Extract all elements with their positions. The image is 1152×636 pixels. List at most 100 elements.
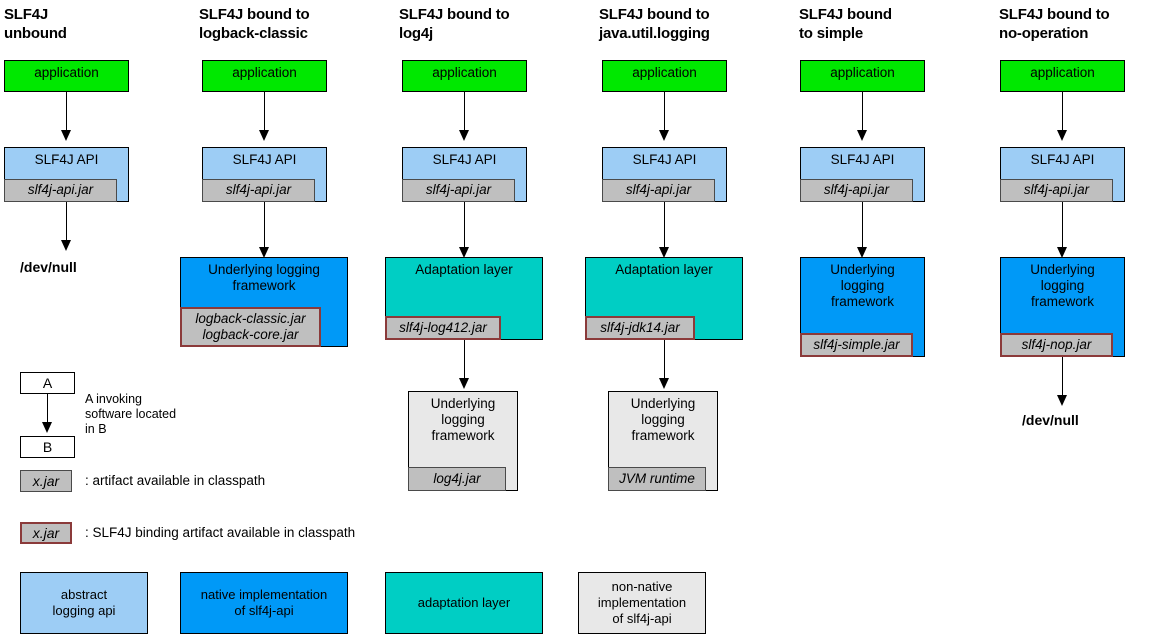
- arrow-head: [61, 240, 71, 251]
- arrow-head: [1057, 247, 1067, 258]
- legend-swatch-label: non-native implementation of slf4j-api: [597, 579, 687, 626]
- legend-swatch-label: native implementation of slf4j-api: [200, 587, 328, 618]
- box-underlying-framework-nop: Underlying logging framework slf4j-nop.j…: [1000, 257, 1125, 357]
- box-underlying-framework-logback: Underlying logging framework logback-cla…: [180, 257, 348, 347]
- arrow-head: [1057, 130, 1067, 141]
- legend-arrow-head: [42, 422, 52, 433]
- arrow-line: [464, 340, 465, 382]
- legend-swatch-non-native-implementation: non-native implementation of slf4j-api: [578, 572, 706, 634]
- arrow-line: [664, 202, 665, 251]
- arrow-head: [659, 378, 669, 389]
- arrow-head: [659, 130, 669, 141]
- arrow-line: [66, 202, 67, 244]
- arrow-line: [862, 92, 863, 134]
- jar-chip-slf4j-nop: slf4j-nop.jar: [1000, 333, 1113, 357]
- box-application-unbound: application: [4, 60, 129, 92]
- jar-chip-slf4j-api: slf4j-api.jar: [4, 179, 117, 202]
- jar-chip-slf4j-api: slf4j-api.jar: [202, 179, 315, 202]
- column-title-simple: SLF4J bound to simple: [799, 6, 892, 42]
- box-application-jul: application: [602, 60, 727, 92]
- arrow-line: [1062, 202, 1063, 251]
- arrow-line: [66, 92, 67, 134]
- box-label: Underlying logging framework: [430, 396, 496, 443]
- arrow-line: [264, 92, 265, 134]
- legend-box-b: B: [20, 436, 75, 458]
- box-label: application: [34, 65, 99, 80]
- legend-box-a: A: [20, 372, 75, 394]
- box-adaptation-layer-jul: Adaptation layer slf4j-jdk14.jar: [585, 257, 743, 340]
- arrow-head: [1057, 395, 1067, 406]
- arrow-head: [259, 247, 269, 258]
- box-slf4j-api-simple: SLF4J API slf4j-api.jar: [800, 147, 925, 202]
- legend-caption-binding-artifact: : SLF4J binding artifact available in cl…: [85, 525, 356, 540]
- box-slf4j-api-jul: SLF4J API slf4j-api.jar: [602, 147, 727, 202]
- box-label: application: [1030, 65, 1095, 80]
- box-slf4j-api-log4j: SLF4J API slf4j-api.jar: [402, 147, 527, 202]
- legend-caption-artifact: : artifact available in classpath: [85, 473, 266, 488]
- column-title-unbound: SLF4J unbound: [4, 6, 67, 42]
- box-application-simple: application: [800, 60, 925, 92]
- arrow-line: [1062, 92, 1063, 134]
- box-label: SLF4J API: [34, 152, 99, 167]
- box-slf4j-api-unbound: SLF4J API slf4j-api.jar: [4, 147, 129, 202]
- box-label: application: [232, 65, 297, 80]
- arrow-line: [664, 340, 665, 382]
- terminal-dev-null-unbound: /dev/null: [20, 259, 77, 275]
- box-label: application: [432, 65, 497, 80]
- jar-chip-slf4j-jdk14: slf4j-jdk14.jar: [585, 316, 695, 340]
- column-title-jul: SLF4J bound to java.util.logging: [599, 6, 710, 42]
- box-application-logback: application: [202, 60, 327, 92]
- legend-chip-artifact: x.jar: [20, 470, 72, 492]
- arrow-head: [259, 130, 269, 141]
- arrow-head: [659, 247, 669, 258]
- box-label: application: [830, 65, 895, 80]
- box-slf4j-api-logback: SLF4J API slf4j-api.jar: [202, 147, 327, 202]
- arrow-line: [464, 202, 465, 251]
- arrow-head: [857, 247, 867, 258]
- jar-chip-log4j: log4j.jar: [408, 467, 506, 491]
- column-title-nop: SLF4J bound to no-operation: [999, 6, 1110, 42]
- box-label: Adaptation layer: [415, 262, 513, 277]
- arrow-head: [857, 130, 867, 141]
- box-application-log4j: application: [402, 60, 527, 92]
- jar-chip-slf4j-api: slf4j-api.jar: [800, 179, 913, 202]
- arrow-head: [61, 130, 71, 141]
- legend-box-b-label: B: [42, 439, 53, 455]
- box-label: SLF4J API: [1030, 152, 1095, 167]
- legend-invocation-description: A invoking software located in B: [85, 392, 177, 436]
- arrow-line: [464, 92, 465, 134]
- box-label: Underlying logging framework: [208, 262, 320, 293]
- box-label: SLF4J API: [632, 152, 697, 167]
- box-label: Adaptation layer: [615, 262, 713, 277]
- legend-chip-binding-artifact: x.jar: [20, 522, 72, 544]
- box-label: Underlying logging framework: [1030, 262, 1095, 309]
- box-underlying-framework-jul: Underlying logging framework JVM runtime: [608, 391, 718, 491]
- column-title-log4j: SLF4J bound to log4j: [399, 6, 510, 42]
- terminal-dev-null-nop: /dev/null: [1022, 412, 1079, 428]
- arrow-line: [264, 202, 265, 251]
- jar-chip-slf4j-log4j: slf4j-log412.jar: [385, 316, 501, 340]
- legend-swatch-abstract-logging-api: abstract logging api: [20, 572, 148, 634]
- box-label: Underlying logging framework: [630, 396, 696, 443]
- arrow-head: [459, 130, 469, 141]
- jar-chip-slf4j-api: slf4j-api.jar: [402, 179, 515, 202]
- arrow-line: [664, 92, 665, 134]
- jar-chip-slf4j-api: slf4j-api.jar: [602, 179, 715, 202]
- column-title-logback-classic: SLF4J bound to logback-classic: [199, 6, 310, 42]
- box-label: application: [632, 65, 697, 80]
- arrow-head: [459, 378, 469, 389]
- box-adaptation-layer-log4j: Adaptation layer slf4j-log412.jar: [385, 257, 543, 340]
- jar-chip-jvm-runtime: JVM runtime: [608, 467, 706, 491]
- legend-swatch-native-implementation: native implementation of slf4j-api: [180, 572, 348, 634]
- jar-chip-slf4j-simple: slf4j-simple.jar: [800, 333, 913, 357]
- arrow-line: [1062, 357, 1063, 399]
- arrow-head: [459, 247, 469, 258]
- jar-chip-slf4j-api: slf4j-api.jar: [1000, 179, 1113, 202]
- legend-swatch-adaptation-layer: adaptation layer: [385, 572, 543, 634]
- legend-swatch-label: adaptation layer: [417, 595, 511, 610]
- legend-swatch-label: abstract logging api: [52, 587, 116, 618]
- legend-arrow-line: [47, 394, 48, 426]
- box-underlying-framework-simple: Underlying logging framework slf4j-simpl…: [800, 257, 925, 357]
- arrow-line: [862, 202, 863, 251]
